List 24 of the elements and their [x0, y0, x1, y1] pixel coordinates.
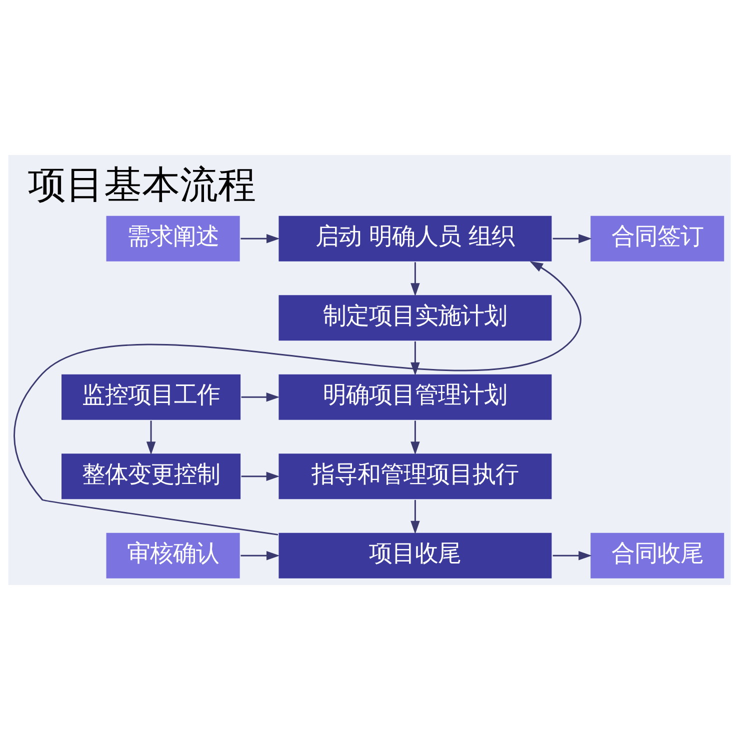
node-box: 明确项目管理计划	[277, 372, 554, 421]
arrow	[410, 340, 420, 376]
node-box: 合同签订	[589, 214, 726, 262]
node-box: 指导和管理项目执行	[277, 452, 554, 500]
arrow	[552, 234, 592, 243]
arrow	[410, 262, 420, 296]
arrow	[240, 234, 280, 243]
node-box: 监控项目工作	[60, 372, 242, 421]
arrow	[410, 499, 420, 534]
arrow	[240, 550, 280, 560]
node-box: 整体变更控制	[60, 452, 242, 500]
node-box: 启动 明确人员 组织	[277, 214, 554, 262]
node-box: 需求阐述	[104, 214, 242, 262]
node-box: 制定项目实施计划	[277, 293, 554, 342]
diagram-title: 项目基本流程	[28, 162, 256, 206]
arrow	[241, 392, 280, 402]
node-box: 审核确认	[104, 530, 242, 580]
arrow	[146, 420, 156, 454]
arrow	[552, 550, 592, 560]
arrow	[410, 420, 420, 454]
node-box: 项目收尾	[277, 530, 554, 580]
arrow	[241, 471, 280, 481]
node-box: 合同收尾	[589, 530, 726, 580]
arrow	[14, 260, 582, 535]
